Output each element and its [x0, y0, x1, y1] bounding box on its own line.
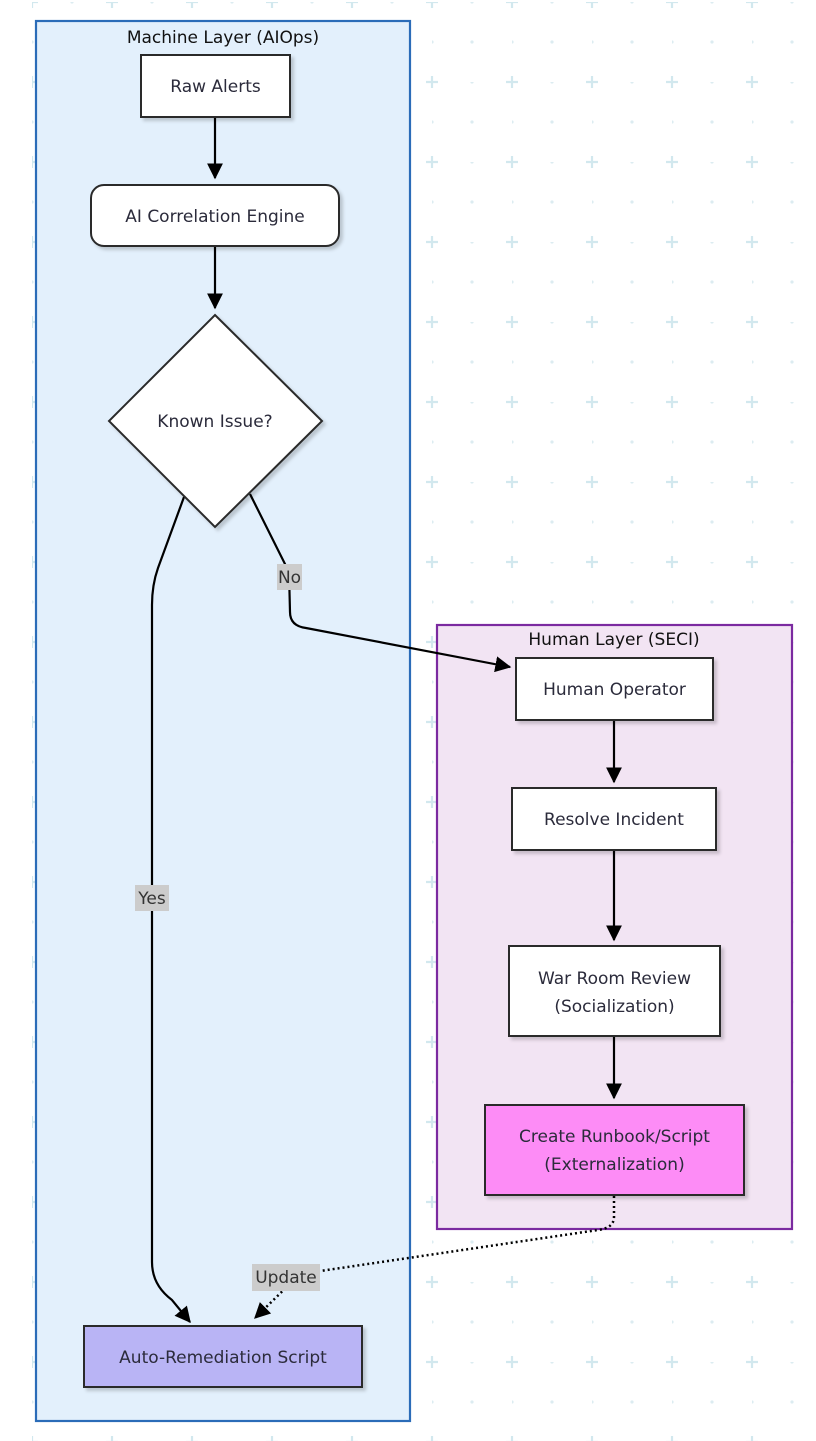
node-human-operator-box — [515, 657, 714, 721]
node-war-room-review[interactable]: War Room Review (Socialization) — [508, 945, 721, 1037]
node-raw-alerts[interactable]: Raw Alerts — [140, 54, 291, 118]
edge-no — [249, 493, 512, 673]
node-war-room-line1: War Room Review — [538, 969, 691, 989]
edge-label-yes: Yes — [135, 885, 169, 911]
node-runbook-line1: Create Runbook/Script — [519, 1127, 710, 1147]
node-known-issue-label: Known Issue? — [157, 412, 272, 432]
node-ai-correlation-engine[interactable]: AI Correlation Engine — [90, 184, 340, 247]
node-raw-alerts-label: Raw Alerts — [170, 77, 261, 97]
edge-label-no-bg — [277, 564, 302, 590]
edge-label-yes-bg — [135, 885, 169, 911]
edges — [150, 117, 622, 1324]
node-create-runbook[interactable]: Create Runbook/Script (Externalization) — [484, 1104, 745, 1196]
cluster-machine-layer: Machine Layer (AIOps) — [34, 19, 412, 1423]
decision-diamond — [107, 313, 324, 529]
node-human-operator-label: Human Operator — [543, 680, 686, 700]
edge-yes — [150, 496, 191, 1324]
node-ai-engine-label: AI Correlation Engine — [125, 207, 304, 227]
edge-label-update-bg — [252, 1264, 320, 1291]
edge-label-yes-text: Yes — [137, 889, 166, 909]
node-human-operator[interactable]: Human Operator — [515, 657, 714, 721]
cluster-machine-title: Machine Layer (AIOps) — [127, 28, 319, 48]
node-raw-alerts-box — [140, 54, 291, 118]
node-resolve-label: Resolve Incident — [544, 810, 684, 830]
node-auto-script-label: Auto-Remediation Script — [119, 1348, 327, 1368]
node-war-room-line2: (Socialization) — [554, 997, 674, 1017]
cluster-human-title: Human Layer (SECI) — [528, 630, 699, 650]
node-auto-remediation-script[interactable]: Auto-Remediation Script — [83, 1325, 363, 1388]
node-known-issue-decision[interactable]: Known Issue? — [107, 313, 324, 529]
edge-update — [254, 1196, 616, 1319]
node-runbook-box — [484, 1104, 745, 1196]
node-resolve-box — [511, 787, 717, 851]
edge-label-update-text: Update — [255, 1268, 317, 1288]
node-war-room-box — [508, 945, 721, 1037]
node-runbook-line2: (Externalization) — [544, 1155, 684, 1175]
edge-label-no: No — [277, 564, 302, 590]
node-resolve-incident[interactable]: Resolve Incident — [511, 787, 717, 851]
edge-label-update: Update — [252, 1264, 320, 1291]
edge-label-no-text: No — [278, 568, 301, 588]
node-auto-script-box — [83, 1325, 363, 1388]
node-ai-engine-box — [90, 184, 340, 247]
cluster-machine-box — [34, 19, 412, 1423]
